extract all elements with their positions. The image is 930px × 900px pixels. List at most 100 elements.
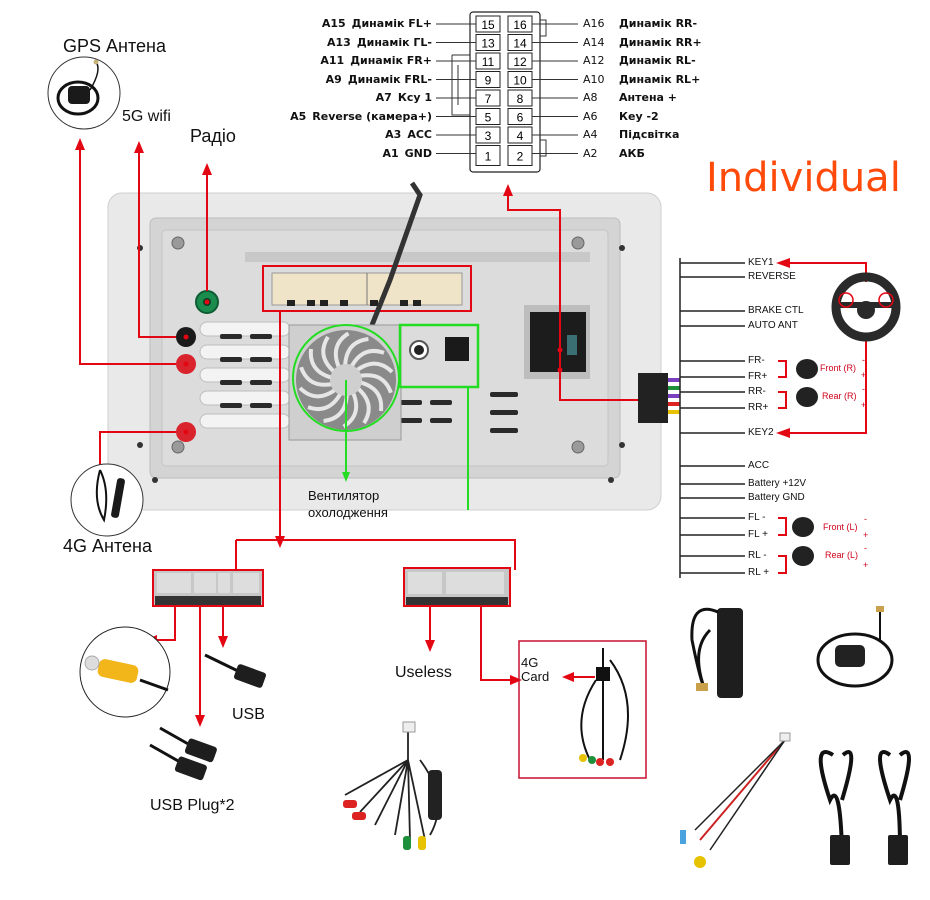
pin-code: A4	[583, 128, 598, 141]
speaker-minus-rear-r: -	[862, 384, 865, 394]
brand-title: Individual	[706, 155, 901, 201]
pin-number: 16	[513, 18, 527, 32]
harness-wire-label: RR+	[748, 402, 769, 413]
harness-wire-label: FR+	[748, 371, 768, 382]
pin-code: A2	[583, 146, 598, 160]
pin-label-right: A2 АКБ	[583, 147, 645, 161]
av-port-block	[398, 323, 480, 510]
pin-number: 12	[513, 55, 527, 69]
reverse-cable-accessory	[680, 732, 791, 868]
pin-code: A8	[583, 91, 598, 104]
pin-number: 13	[481, 37, 495, 51]
pin-number: 10	[513, 74, 527, 88]
arrow-lines	[79, 145, 867, 720]
card-box	[518, 640, 647, 779]
pin-code: A10	[583, 72, 605, 86]
pin-box	[507, 145, 533, 166]
harness-wire-label: FR-	[748, 355, 765, 366]
speaker-minus-rear-l: -	[864, 543, 867, 553]
pin-function: ACC	[407, 128, 432, 141]
harness-wire-label: RL -	[748, 550, 767, 561]
speaker-plus-front-r: +	[861, 370, 867, 380]
speaker-minus-front-l: -	[864, 514, 867, 524]
pin-label-left: A1 GND	[382, 147, 432, 161]
pin-number: 9	[485, 74, 492, 88]
speaker-plus-front-l: +	[863, 530, 869, 540]
pin-label-left: A9 Динамік FRL-	[326, 73, 432, 87]
pin-code: A5	[290, 109, 307, 123]
harness-socket	[524, 305, 590, 379]
pin-function: Динамік ГL-	[356, 35, 432, 49]
arrow-heads	[75, 138, 790, 727]
harness-wire-label: ACC	[748, 460, 770, 471]
pin-box	[475, 145, 501, 166]
pin-code: A7	[375, 91, 392, 104]
pin-number: 5	[485, 111, 492, 125]
pin-function: Динамік FL+	[351, 17, 432, 30]
pin-code: A15	[321, 17, 346, 30]
pin-label-left: A5 Reverse (камера+)	[290, 110, 432, 124]
speaker-label-rear-r: Rear (R)	[822, 391, 857, 401]
pin-function: Динамік RR+	[619, 35, 702, 49]
lte-antenna-accessory	[690, 607, 743, 698]
speaker-icons	[792, 359, 818, 566]
pin-number: 2	[517, 150, 524, 164]
rca-camera-image	[79, 626, 171, 718]
harness-wire-label: RR-	[748, 386, 766, 397]
main-connector	[262, 265, 472, 312]
pin-label-right: A4 Підсвітка	[583, 128, 679, 142]
pin-code: A9	[325, 72, 342, 86]
pin-number: 4	[517, 129, 524, 143]
pin-label-left: A7 Ксу 1	[376, 91, 432, 105]
pin-code: A14	[583, 35, 605, 49]
speaker-minus-front-r: -	[862, 355, 865, 365]
harness-wire-label: AUTO ANT	[748, 320, 798, 331]
pin-code: A1	[382, 146, 399, 160]
harness-wire-label: REVERSE	[748, 271, 796, 282]
pin-number: 6	[517, 111, 524, 125]
fan-label-line1: Вентилятор	[308, 488, 380, 503]
pin-function: Підсвітка	[619, 128, 680, 141]
harness-plug	[638, 373, 680, 423]
card-connector	[403, 567, 511, 607]
harness-wire-label: Battery +12V	[748, 478, 807, 489]
pin-function: Ксу 1	[397, 91, 432, 104]
wifi-antenna-label: 5G wifi	[122, 108, 171, 125]
usb-camera-connector	[152, 569, 264, 607]
pin-label-right: A14 Динамік RR+	[583, 36, 702, 50]
gps-antenna-label: GPS Антена	[63, 36, 166, 56]
pin-function: Динамік FRL-	[347, 72, 432, 86]
usb-extension-accessories	[818, 750, 911, 865]
card-label: 4G Card	[521, 656, 549, 684]
harness-wire-label: RL +	[748, 567, 770, 578]
card-harness-image	[579, 648, 629, 766]
usb-plug-label: USB Plug*2	[150, 797, 235, 814]
radio-antenna-label: Радіо	[190, 126, 236, 146]
pin-code: A12	[583, 54, 605, 67]
harness-wire-label: BRAKE CTL	[748, 305, 804, 316]
usb-cables	[149, 653, 266, 781]
pin-function: Динамік RR-	[619, 17, 698, 30]
pin-number: 15	[481, 18, 495, 32]
pin-number: 14	[513, 37, 527, 51]
harness-wire-label: FL +	[748, 529, 768, 540]
useless-label: Useless	[395, 664, 452, 681]
pin-function: Динамік FR+	[350, 54, 432, 67]
harness-wire-label: KEY1	[748, 257, 774, 268]
pin-function: Динамік RL-	[619, 54, 696, 67]
pin-code: A11	[320, 54, 345, 67]
pin-label-left: A11 Динамік FR+	[320, 54, 432, 68]
pin-number: 3	[485, 129, 492, 143]
fan-label-line2: охолодження	[308, 505, 388, 520]
pin-function: АКБ	[619, 146, 645, 160]
pin-function: GND	[404, 146, 432, 160]
lte-antenna-image	[70, 463, 144, 537]
pin-function: Кеу -2	[619, 109, 659, 123]
pin-number: 7	[485, 92, 492, 106]
speaker-plus-rear-l: +	[863, 560, 869, 570]
rca-harness-image	[343, 721, 442, 850]
pin-function: Reverse (камера+)	[312, 109, 432, 123]
